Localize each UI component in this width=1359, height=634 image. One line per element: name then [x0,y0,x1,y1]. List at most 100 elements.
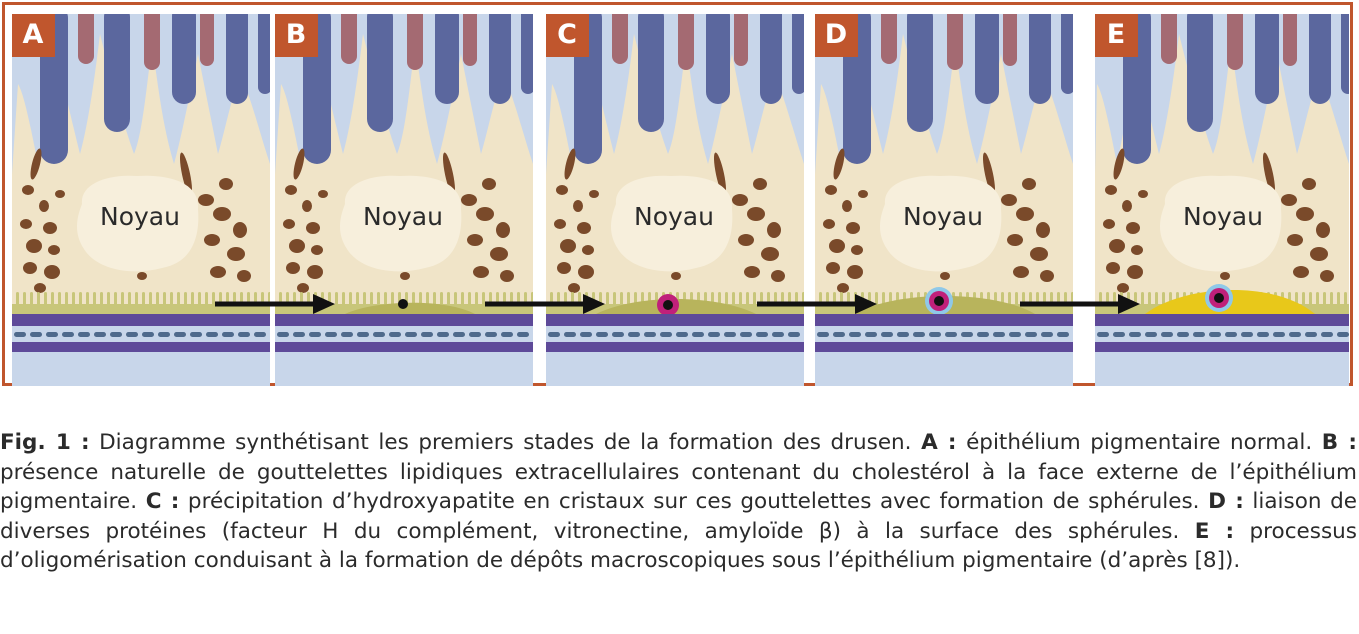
pigment-granule [22,185,34,195]
photoreceptor-rod [172,14,196,104]
bruch-membrane-dash [644,332,656,337]
bruch-membrane-dash [14,332,26,337]
pigment-granule [43,222,57,234]
bruch-membrane-dash [341,332,353,337]
pigment-granule [556,185,568,195]
photoreceptor-rod [1029,14,1051,104]
rpe-cytoplasm [12,34,270,314]
bruch-membrane-dash [1225,332,1237,337]
bruch-membrane-dash [977,332,989,337]
bruch-membrane-dash [389,332,401,337]
bruch-membrane-dash [453,332,465,337]
bruch-membrane-dash [1289,332,1301,337]
photoreceptor-cone [1227,14,1243,70]
panel-illustration: Noyau [275,14,533,386]
pigment-granule [1138,190,1148,198]
caption-label-d: D : [1208,489,1244,514]
bruch-membrane-dash [548,332,560,337]
pigment-granule [825,185,837,195]
pigment-granule [26,239,42,253]
bruch-membrane-dash [1041,332,1053,337]
pigment-granule [761,247,779,261]
bruch-membrane-dash [1161,332,1173,337]
bruch-membrane-dash [692,332,704,337]
pigment-granule [1320,270,1334,282]
bruch-membrane-dash [373,332,385,337]
bruch-membrane-dash [309,332,321,337]
pigment-granule [1122,200,1132,212]
pigment-granule [557,262,571,274]
bruch-membrane-dash [1177,332,1189,337]
caption-label-e: E : [1194,518,1235,544]
bruch-membrane-upper [815,314,1073,326]
rpe-cytoplasm [275,34,533,314]
pigment-granule [851,245,863,255]
bruch-membrane-dash [961,332,973,337]
pigment-granule [560,239,576,253]
pigment-granule [847,265,863,279]
pigment-granule [747,207,765,221]
pigment-granule [30,148,42,180]
pigment-granule [1007,234,1023,246]
pigment-granule [293,148,305,180]
photoreceptor-rod [1061,14,1073,94]
pigment-granule [1013,266,1029,278]
pigment-granule [671,272,681,280]
bruch-membrane-dash [881,332,893,337]
nucleus-label: Noyau [363,202,443,231]
pigment-granule [1281,194,1297,206]
pigment-granule [753,178,767,190]
caption-text-d: liaison de diverses protéines (facteur H… [0,489,1357,544]
bruch-membrane-dash [206,332,218,337]
bruch-membrane-dash [913,332,925,337]
pigment-granule [771,270,785,282]
figure-frame: Noyau A Noyau B Noyau C Noyau D Noyau E [2,2,1353,386]
photoreceptor-cone [947,14,963,70]
photoreceptor-rod [489,14,511,104]
pigment-granule [500,270,514,282]
pigment-granule [833,148,845,180]
spherule-core [663,300,673,310]
bruch-membrane-dash [158,332,170,337]
bruch-membrane-dash [1321,332,1333,337]
rpe-cytoplasm [546,34,804,314]
bruch-membrane-dash [501,332,513,337]
pigment-granule [589,190,599,198]
photoreceptor-rod [907,14,933,132]
pigment-granule [179,152,193,196]
pigment-granule [823,219,835,229]
pigment-granule [1030,247,1048,261]
panel-letter: D [815,14,858,57]
bruch-membrane-dash [724,332,736,337]
spherule-core [934,296,944,306]
pigment-granule [490,247,508,261]
pigment-granule [307,265,323,279]
pigment-granule [1016,207,1034,221]
bruch-membrane-dash [222,332,234,337]
bruch-membrane-dash [945,332,957,337]
pigment-granule [1131,245,1143,255]
photoreceptor-cone [881,14,897,64]
photoreceptor-cone [678,14,694,70]
pigment-granule [476,207,494,221]
pigment-granule [1106,262,1120,274]
photoreceptor-rod [226,14,248,104]
photoreceptor-cone [144,14,160,70]
pigment-granule [573,200,583,212]
photoreceptor-cone [78,14,94,64]
bruch-membrane-dash [469,332,481,337]
panel-letter: E [1095,14,1138,57]
bruch-membrane-dash [62,332,74,337]
bruch-membrane-dash [46,332,58,337]
pigment-granule [442,152,456,196]
bruch-membrane-dash [1025,332,1037,337]
bruch-membrane-dash [1305,332,1317,337]
pigment-granule [55,190,65,198]
panel-illustration: Noyau [12,14,270,386]
bruch-membrane-dash [1113,332,1125,337]
pigment-granule [826,262,840,274]
panel-e: Noyau E [1095,14,1353,386]
pigment-granule [44,265,60,279]
panel-b: Noyau B [275,14,533,386]
lipid-deposit [345,302,475,314]
